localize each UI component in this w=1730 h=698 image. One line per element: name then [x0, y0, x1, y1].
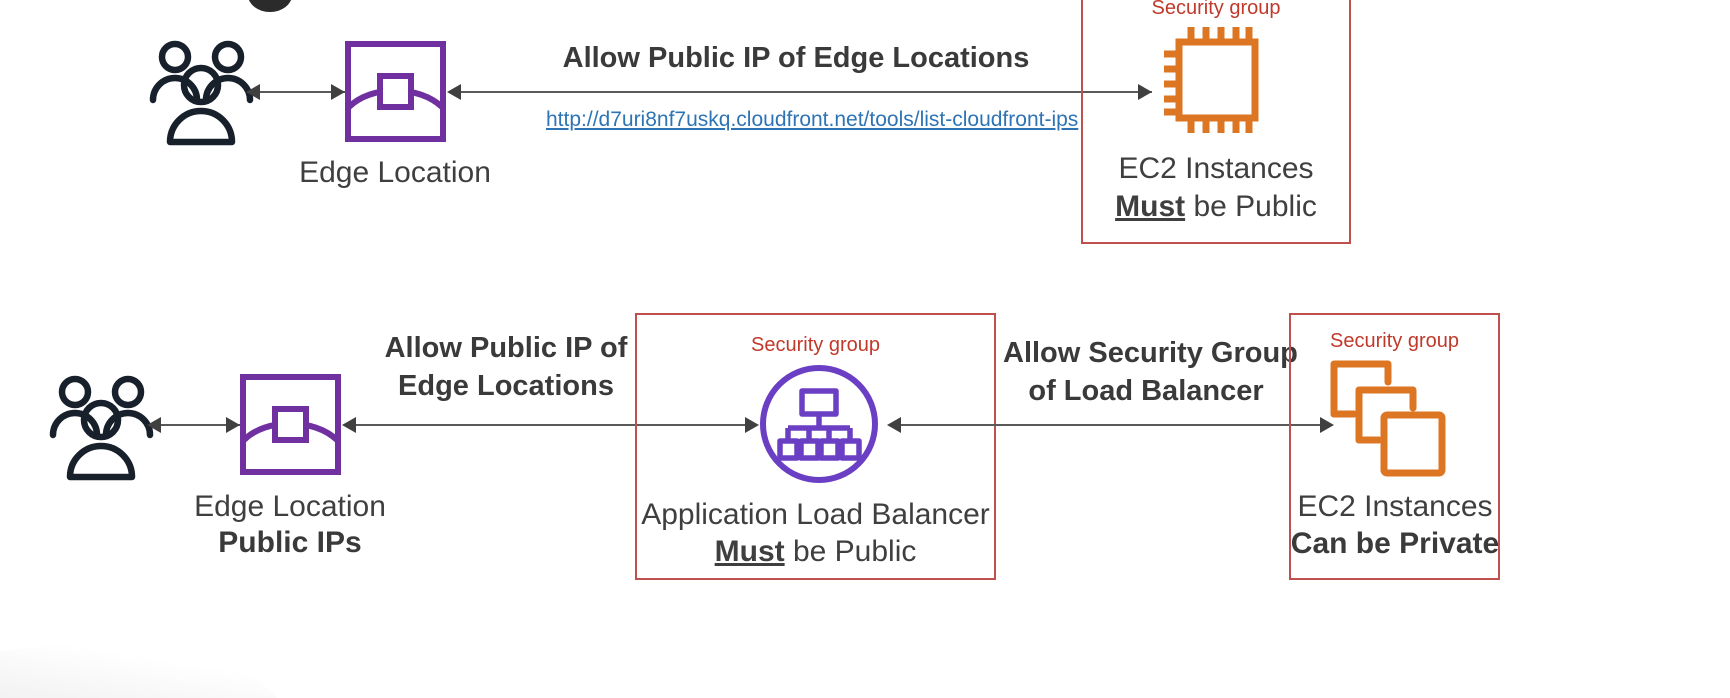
arrow-right-edge-row2	[226, 417, 240, 433]
callout-allow-public-ip-row2: Allow Public IP of Edge Locations	[346, 330, 666, 405]
ec2-instances-label-row2: EC2 Instances	[1297, 490, 1493, 523]
ec2-can-be-private-label: Can be Private	[1290, 527, 1500, 560]
be-public-text-alb: be Public	[784, 535, 917, 568]
must-keyword-alb: Must	[714, 535, 785, 568]
connector-users-edge-row2	[160, 424, 240, 426]
edge-location-icon-row1	[345, 41, 446, 142]
security-group-label-alb: Security group	[751, 334, 880, 356]
arrow-right-ec2-row1	[1138, 84, 1152, 100]
security-group-box-ec2-row1	[1081, 0, 1351, 244]
connector-users-edge-row1	[259, 91, 345, 93]
ec2-instances-label-row1: EC2 Instances	[1118, 152, 1314, 185]
decorative-dot	[248, 0, 292, 12]
edge-location-public-ips-label: Public IPs	[218, 526, 362, 559]
arrow-right-alb-row2	[745, 417, 759, 433]
security-group-label-ec2-row2: Security group	[1330, 330, 1459, 352]
be-public-text-row1: be Public	[1185, 190, 1317, 223]
must-keyword-row1: Must	[1115, 190, 1186, 223]
arrow-left-edge-row1	[447, 84, 461, 100]
callout-allow-public-ip-row1: Allow Public IP of Edge Locations	[562, 42, 1030, 74]
connector-alb-ec2-row2	[900, 424, 1330, 426]
edge-location-label-row2: Edge Location	[194, 490, 386, 523]
security-group-label-ec2-row1: Security group	[1151, 0, 1281, 19]
edge-location-label-row1: Edge Location	[299, 156, 491, 189]
users-group-icon-row2	[48, 375, 158, 481]
connector-edge-ec2-row1	[460, 91, 1152, 93]
callout-sg-line2: of Load Balancer	[1028, 374, 1264, 407]
security-group-box-ec2-row2	[1289, 313, 1500, 580]
alb-label: Application Load Balancer	[641, 498, 990, 531]
security-group-box-alb	[635, 313, 996, 580]
arrow-left-users-row1	[246, 84, 260, 100]
ec2-must-be-public-label-row1: Must be Public	[1081, 188, 1351, 225]
alb-must-be-public-label: Must be Public	[635, 533, 996, 570]
arrow-right-edge-row1	[331, 84, 345, 100]
cloudfront-ip-list-link[interactable]: http://d7uri8nf7uskq.cloudfront.net/tool…	[546, 108, 1079, 131]
callout-row2-line2: Edge Locations	[398, 369, 614, 402]
ec2-instance-chip-icon	[1161, 24, 1273, 136]
callout-sg-line1: Allow Security Group	[1003, 337, 1298, 369]
arrow-left-users-row2	[147, 417, 161, 433]
edge-location-icon-row2	[240, 374, 341, 475]
page-curl-artifact	[0, 621, 296, 698]
arrow-right-ec2-row2	[1320, 417, 1334, 433]
application-load-balancer-icon	[757, 362, 881, 486]
arrow-left-alb-row2	[887, 417, 901, 433]
callout-row2-line1: Allow Public IP of	[384, 332, 628, 364]
callout-allow-security-group: Allow Security Group of Load Balancer	[1003, 335, 1298, 410]
users-group-icon-row1	[148, 40, 258, 146]
arrow-left-edge-row2b	[342, 417, 356, 433]
ec2-instances-stack-icon	[1330, 358, 1458, 478]
connector-edge-alb-row2	[355, 424, 755, 426]
